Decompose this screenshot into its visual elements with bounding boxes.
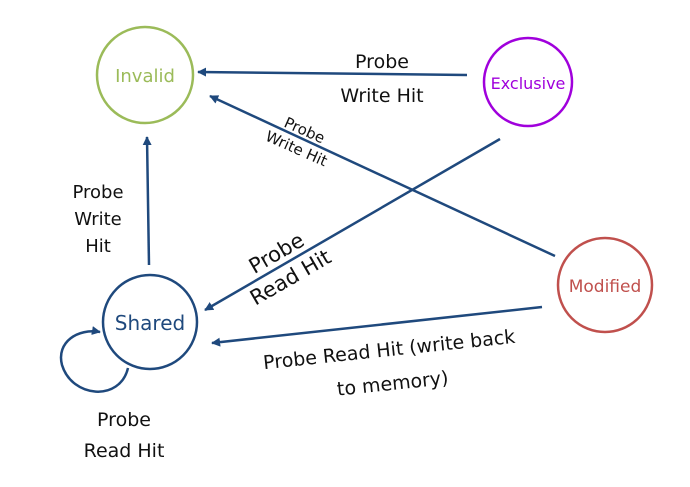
state-shared-label: Shared xyxy=(115,311,185,335)
state-exclusive: Exclusive xyxy=(482,36,574,128)
label-modified-to-invalid: Probe Write Hit xyxy=(263,114,330,171)
state-invalid: Invalid xyxy=(95,25,195,125)
state-shared: Shared xyxy=(101,273,199,371)
arrow-shared-to-invalid xyxy=(142,136,152,266)
arrow-exclusive-to-shared xyxy=(204,137,501,312)
state-modified-label: Modified xyxy=(569,277,642,297)
label-exclusive-to-invalid: Probe Write Hit xyxy=(340,51,423,107)
state-exclusive-label: Exclusive xyxy=(491,74,566,93)
label-modified-to-shared-line2: to memory) xyxy=(336,367,450,401)
label-shared-to-invalid-line1: Probe xyxy=(72,182,123,203)
label-shared-self: Probe Read Hit xyxy=(84,409,165,462)
label-exclusive-to-invalid-line1: Probe xyxy=(355,51,409,73)
arrow-shared-self-loop xyxy=(59,326,130,393)
label-exclusive-to-invalid-line2: Write Hit xyxy=(340,85,423,107)
label-shared-self-line1: Probe xyxy=(97,409,151,431)
arrow-modified-to-invalid xyxy=(209,94,556,258)
state-invalid-label: Invalid xyxy=(115,66,175,87)
arrow-modified-to-shared xyxy=(211,305,543,347)
label-shared-to-invalid-line2: Write xyxy=(74,209,122,230)
label-modified-to-shared: Probe Read Hit (write back to memory) xyxy=(262,326,516,401)
arrow-exclusive-to-invalid xyxy=(197,67,468,77)
label-shared-to-invalid: Probe Write Hit xyxy=(72,182,123,257)
label-shared-to-invalid-line3: Hit xyxy=(85,236,111,257)
label-shared-self-line2: Read Hit xyxy=(84,440,165,462)
state-modified: Modified xyxy=(556,236,654,334)
